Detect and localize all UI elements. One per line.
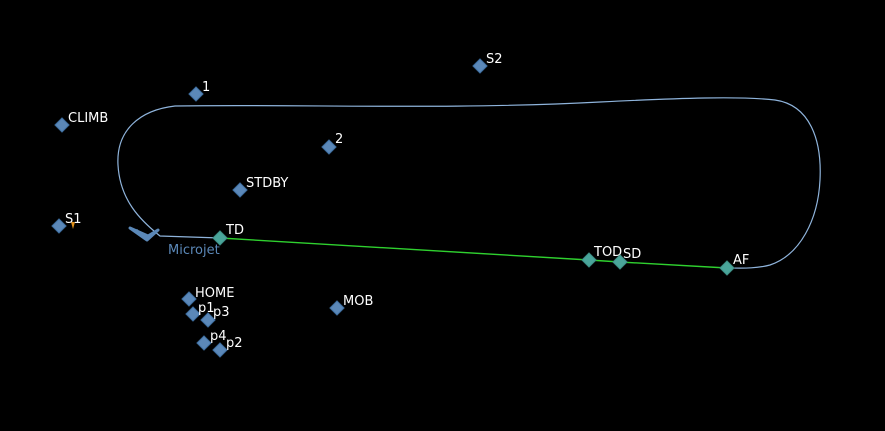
waypoint-label: HOME xyxy=(195,286,234,301)
aircraft-icon xyxy=(128,226,160,242)
waypoint-home[interactable]: HOME xyxy=(181,286,235,307)
waypoint-s1[interactable]: S1 xyxy=(51,212,82,234)
waypoint-label: p4 xyxy=(210,329,227,344)
waypoint-label: p1 xyxy=(198,301,215,316)
waypoint-label: p2 xyxy=(226,336,243,351)
flight-plan-path xyxy=(117,97,821,269)
waypoint-label: 1 xyxy=(202,80,210,95)
active-leg-line xyxy=(219,237,728,269)
waypoint-1[interactable]: 1 xyxy=(188,80,210,102)
waypoint-td[interactable]: TD xyxy=(212,223,244,246)
waypoint-label: TD xyxy=(225,223,244,238)
waypoint-2[interactable]: 2 xyxy=(321,132,343,155)
waypoint-mob[interactable]: MOB xyxy=(329,294,373,316)
waypoint-label: S2 xyxy=(486,52,503,67)
aircraft-label: Microjet xyxy=(168,243,220,258)
waypoint-sd[interactable]: SD xyxy=(612,247,641,270)
waypoint-s2[interactable]: S2 xyxy=(472,52,503,74)
aircraft-marker[interactable]: Microjet xyxy=(128,226,220,258)
waypoint-label: p3 xyxy=(213,305,230,320)
waypoint-p2[interactable]: p2 xyxy=(212,336,243,358)
waypoint-p1[interactable]: p1 xyxy=(185,301,215,322)
waypoint-p4[interactable]: p4 xyxy=(196,329,227,351)
waypoint-label: TOD xyxy=(593,245,622,260)
waypoint-label: S1 xyxy=(65,212,82,227)
orange-marker-icon xyxy=(71,222,75,229)
waypoint-p3[interactable]: p3 xyxy=(200,305,230,328)
waypoint-climb[interactable]: CLIMB xyxy=(54,111,108,133)
waypoint-af[interactable]: AF xyxy=(719,253,749,276)
waypoint-label: MOB xyxy=(343,294,373,309)
waypoint-label: STDBY xyxy=(246,176,288,191)
waypoint-stdby[interactable]: STDBY xyxy=(232,176,288,198)
waypoint-label: AF xyxy=(733,253,749,268)
waypoint-label: CLIMB xyxy=(68,111,108,126)
waypoint-label: SD xyxy=(623,247,641,262)
waypoint-label: 2 xyxy=(335,132,343,147)
waypoint-tod[interactable]: TOD xyxy=(581,245,622,268)
